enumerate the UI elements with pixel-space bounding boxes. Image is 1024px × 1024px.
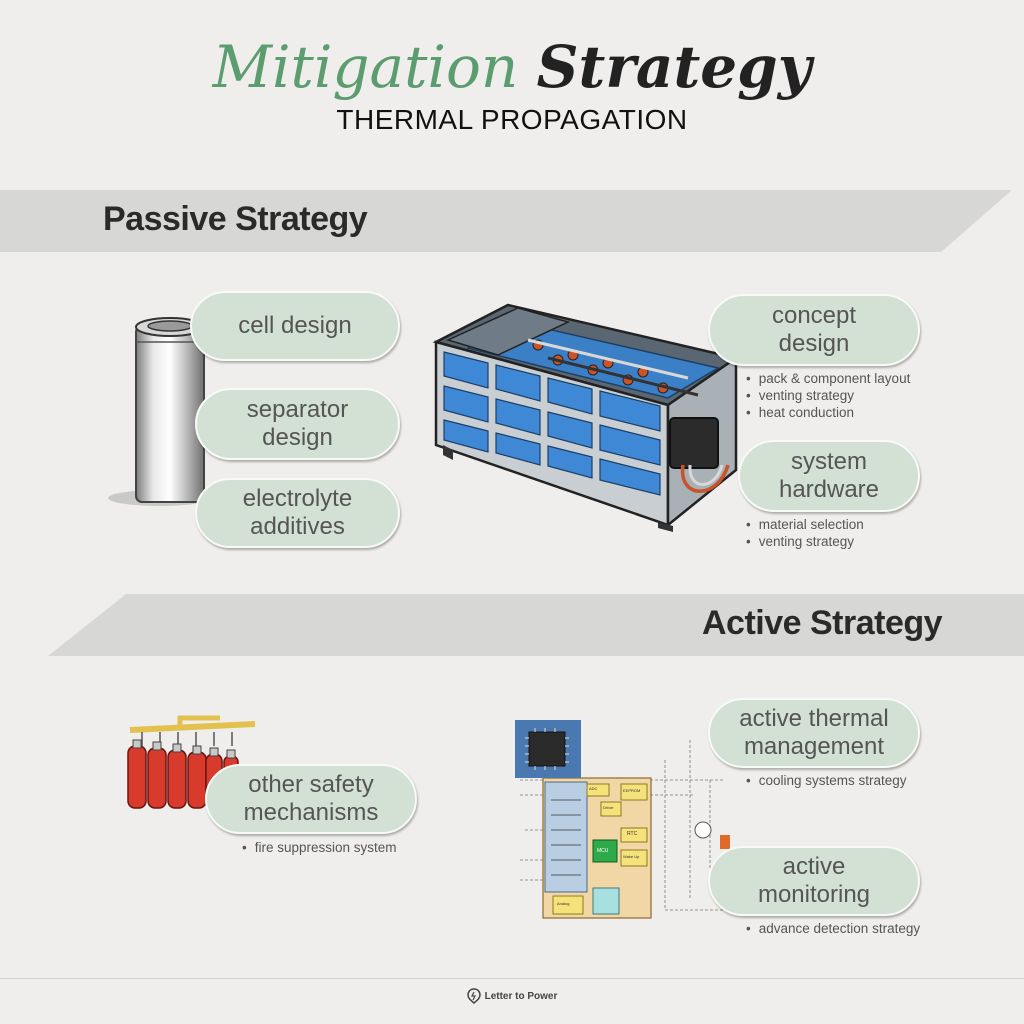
- bullet-item: material selection: [746, 516, 864, 533]
- title-part1: Mitigation: [212, 33, 519, 101]
- circuit-label-mcu: MCU: [597, 848, 609, 854]
- pill-line: active thermal: [739, 705, 889, 732]
- circuit-label-wakeup: Wake Up: [623, 854, 640, 859]
- circuit-board-graphic: [515, 720, 730, 919]
- concept-design-bullets: pack & component layout venting strategy…: [746, 370, 911, 421]
- bullet-item: pack & component layout: [746, 370, 911, 387]
- pill-line: other safety: [248, 771, 374, 798]
- active-heading: Active Strategy: [702, 604, 943, 642]
- bullet-item: venting strategy: [746, 387, 910, 404]
- footer: Letter to Power: [0, 988, 1024, 1004]
- title-part2: Strategy: [536, 33, 812, 101]
- footer-divider: [0, 978, 1024, 979]
- page-title: Mitigation Strategy: [0, 30, 1024, 104]
- pill-line: additives: [250, 513, 345, 540]
- pill-line: mechanisms: [243, 799, 379, 826]
- pill-line: design: [778, 330, 850, 357]
- system-hardware-bullets: material selection venting strategy: [746, 516, 864, 550]
- footer-brand: Letter to Power: [484, 990, 558, 1002]
- pill-line: hardware: [778, 476, 880, 503]
- pill-line: system: [790, 448, 867, 475]
- circuit-label-driver: Driver: [603, 805, 614, 810]
- pill-line: cell design: [238, 312, 352, 339]
- circuit-label-rtc: RTC: [627, 831, 638, 837]
- bullet-item: heat conduction: [746, 404, 910, 421]
- circuit-label-adc: ADC: [589, 786, 598, 791]
- pill-line: active: [782, 853, 846, 880]
- active-band: [48, 594, 1024, 656]
- bullet-item: advance detection strategy: [746, 920, 920, 937]
- pill-line: concept: [771, 302, 857, 329]
- letter-to-power-logo-icon: [466, 988, 481, 1004]
- bullet-item: fire suppression system: [242, 839, 397, 856]
- pill-line: separator: [246, 396, 349, 423]
- other-safety-bullets: fire suppression system: [242, 839, 397, 856]
- battery-cell-illustration: [108, 317, 212, 506]
- pill-line: monitoring: [757, 881, 871, 908]
- thermal-management-bullets: cooling systems strategy: [746, 772, 907, 789]
- bullet-item: cooling systems strategy: [746, 772, 907, 789]
- pill-line: management: [743, 733, 885, 760]
- circuit-label-eeprom: EEPROM: [623, 788, 641, 793]
- pill-line: design: [262, 424, 333, 451]
- circuit-board-illustration: ADC MCU RTC Wake Up Driver Analog EEPROM: [515, 720, 730, 920]
- passive-heading: Passive Strategy: [103, 200, 368, 238]
- pill-cell-design: cell design: [190, 291, 400, 361]
- battery-pack-illustration: [432, 303, 740, 532]
- monitoring-bullets: advance detection strategy: [746, 920, 920, 937]
- page-subtitle: THERMAL PROPAGATION: [336, 104, 688, 135]
- passive-band: [0, 190, 1012, 252]
- circuit-label-analog: Analog: [557, 901, 570, 906]
- pill-line: electrolyte: [242, 485, 353, 512]
- bullet-item: venting strategy: [746, 533, 864, 550]
